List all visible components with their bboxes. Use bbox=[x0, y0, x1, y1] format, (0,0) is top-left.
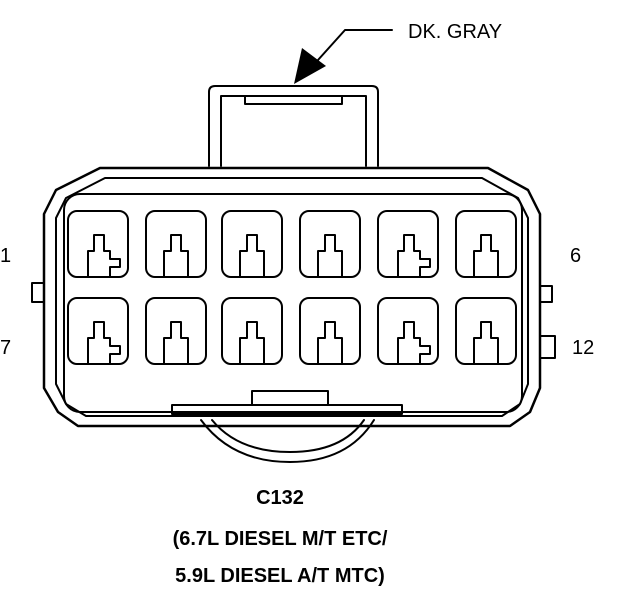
cavity-12 bbox=[455, 297, 517, 365]
cavity-8 bbox=[145, 297, 207, 365]
cavity-2 bbox=[145, 210, 207, 278]
cavity-6 bbox=[455, 210, 517, 278]
wire-color-callout: DK. GRAY bbox=[408, 21, 502, 43]
side-latches bbox=[31, 282, 556, 359]
caption-line-3: 5.9L DIESEL A/T MTC) bbox=[175, 565, 385, 587]
cavity-5 bbox=[377, 210, 439, 278]
cavity-grid bbox=[67, 210, 517, 365]
connector-housing bbox=[42, 166, 542, 428]
connector-id: C132 bbox=[256, 487, 304, 509]
caption-line-2: (6.7L DIESEL M/T ETC/ bbox=[173, 528, 388, 550]
bottom-bump bbox=[200, 419, 375, 463]
locking-tab bbox=[208, 85, 379, 167]
cavity-1 bbox=[67, 210, 129, 278]
cavity-3 bbox=[221, 210, 283, 278]
pin-label-7: 7 bbox=[0, 337, 11, 359]
cavity-4 bbox=[299, 210, 361, 278]
cavity-9 bbox=[221, 297, 283, 365]
pin-label-1: 1 bbox=[0, 245, 11, 267]
callout-arrow bbox=[294, 29, 393, 84]
cavity-11 bbox=[377, 297, 439, 365]
pin-label-12: 12 bbox=[572, 337, 594, 359]
pin-label-6: 6 bbox=[570, 245, 581, 267]
cavity-7 bbox=[67, 297, 129, 365]
cavity-10 bbox=[299, 297, 361, 365]
key-rib bbox=[171, 390, 403, 415]
